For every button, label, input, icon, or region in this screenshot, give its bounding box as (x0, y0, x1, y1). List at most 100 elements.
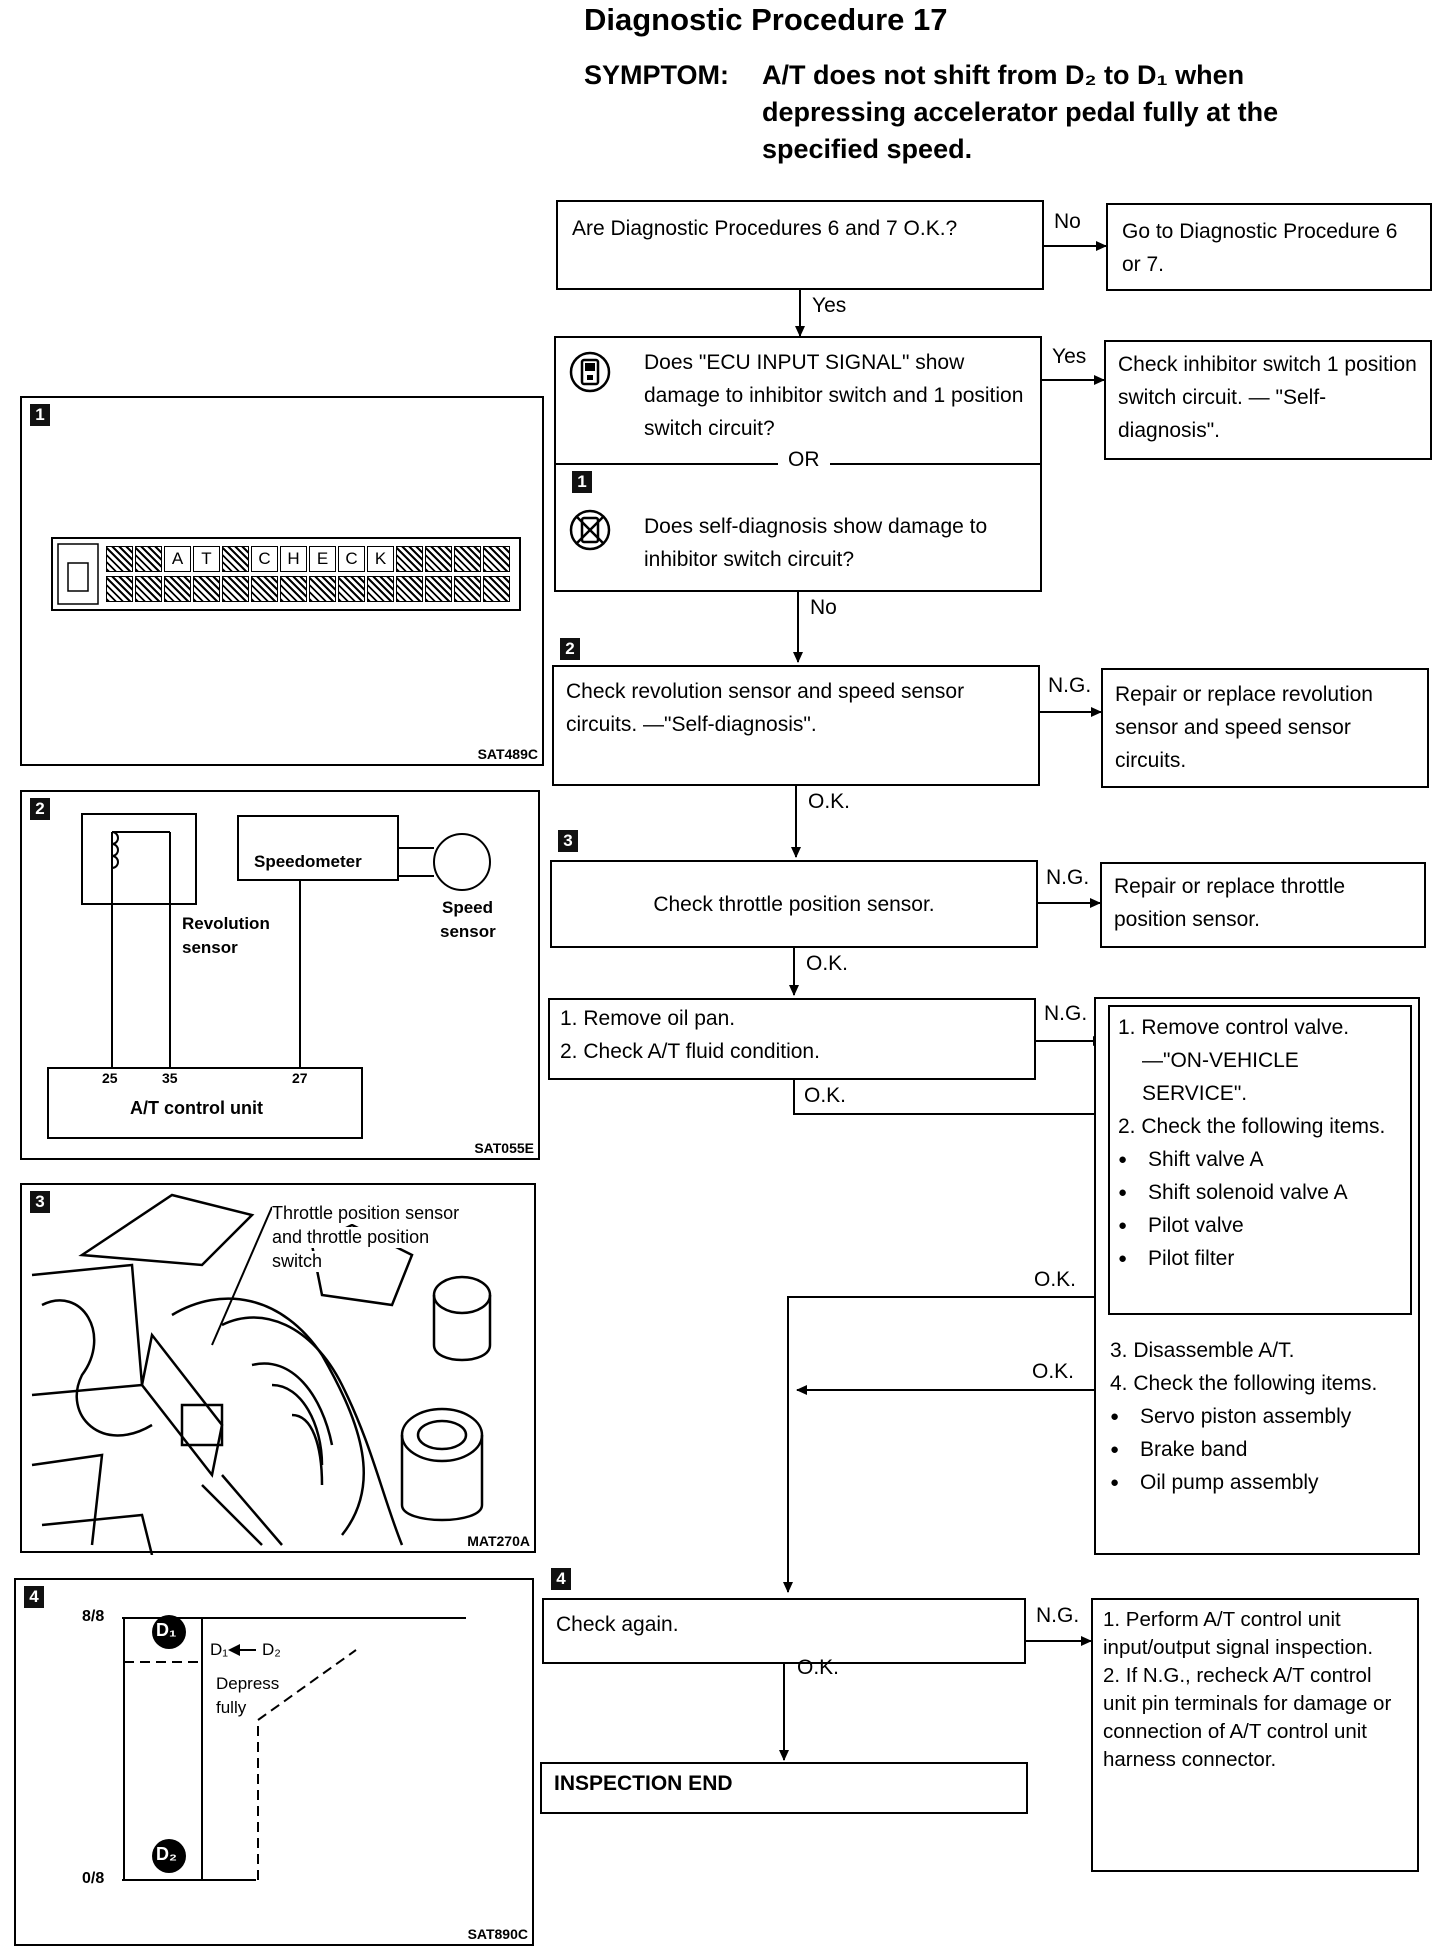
throttle-label-3: switch (272, 1251, 323, 1272)
display-letter-cell: C (251, 546, 278, 572)
question-ecu-input-text: Does "ECU INPUT SIGNAL" show damage to i… (644, 351, 1024, 440)
hatched-cell (251, 576, 278, 602)
hatched-cell (338, 576, 365, 602)
figure-code-1: SAT489C (477, 746, 538, 762)
display-letter-cell: E (309, 546, 336, 572)
hatched-cell (425, 576, 452, 602)
hatched-cell (483, 576, 510, 602)
hatched-cell (135, 546, 162, 572)
disassemble-text: 3. Disassemble A/T. (1110, 1339, 1295, 1362)
figure-code-4: SAT890C (467, 1926, 528, 1942)
question-procedures-6-7: Are Diagnostic Procedures 6 and 7 O.K.? (556, 200, 1044, 290)
arrow-from-label: D₂ (262, 1640, 281, 1659)
hatched-cell (164, 576, 191, 602)
figure-code-3: MAT270A (467, 1533, 530, 1549)
remove-control-valve-text: 1. Remove control valve. (1118, 1016, 1350, 1039)
remove-oil-pan-text: 1. Remove oil pan. (560, 1007, 736, 1030)
speed-sensor-label-1: Speed (442, 898, 494, 917)
check-inhibitor-box: Check inhibitor switch 1 position switch… (1104, 340, 1432, 460)
at-control-unit-label: A/T control unit (130, 1098, 263, 1118)
yes-label-1: Yes (812, 294, 847, 317)
speed-sensor-label-2: sensor (440, 922, 496, 941)
engine-bay-illustration (31, 1193, 492, 1555)
y-axis-top-label: 8/8 (82, 1608, 105, 1625)
consult-icon (568, 350, 612, 394)
symptom-line-3: specified speed. (762, 134, 973, 164)
repair-throttle-sensor-text: Repair or replace throttle position sens… (1114, 875, 1346, 931)
check-inhibitor-text: Check inhibitor switch 1 position switch… (1118, 353, 1417, 442)
control-valve-items: Shift valve A Shift solenoid valve A Pil… (1118, 1143, 1402, 1275)
ok-label-disassemble: O.K. (1032, 1360, 1075, 1383)
d1-circle-label: D₁ (156, 1620, 177, 1640)
final-check-box: 1. Perform A/T control unit input/output… (1091, 1598, 1419, 1872)
hatched-cell (106, 576, 133, 602)
check-again-text: Check again. (556, 1613, 679, 1636)
repair-throttle-sensor-box: Repair or replace throttle position sens… (1100, 862, 1426, 948)
inspection-end-text: INSPECTION END (554, 1772, 733, 1795)
disassemble-section: 3. Disassemble A/T. 4. Check the followi… (1110, 1334, 1410, 1499)
ok-label-oil: O.K. (804, 1084, 847, 1107)
check-fluid-text: 2. Check A/T fluid condition. (560, 1040, 820, 1063)
check-revolution-sensor-text: Check revolution sensor and speed sensor… (566, 680, 965, 736)
step-marker-1: 1 (572, 471, 592, 493)
ok-label-3: O.K. (806, 952, 849, 975)
hatched-cell (135, 576, 162, 602)
depress-label-1: Depress (216, 1674, 280, 1693)
display-letter-cell: T (193, 546, 220, 572)
display-letter-cell: C (338, 546, 365, 572)
page-title: Diagnostic Procedure 17 (584, 2, 948, 37)
figure-marker-1: 1 (30, 404, 50, 426)
figure-shift-diagram: 4 8/8 0/8 D₁ D₂ D₁ D₂ Depress fully SAT8… (14, 1578, 534, 1946)
check-revolution-sensor-box: Check revolution sensor and speed sensor… (552, 665, 1040, 786)
list-item: Brake band (1110, 1433, 1410, 1466)
no-label-2: No (810, 596, 837, 619)
revolution-sensor-label-1: Revolution (182, 914, 270, 933)
display-letter-cell: A (164, 546, 191, 572)
pin-27: 27 (292, 1070, 308, 1086)
list-item: Shift valve A (1118, 1143, 1402, 1176)
throttle-label-2: and throttle position (272, 1227, 430, 1248)
control-valve-inner-box: 1. Remove control valve. —"ON-VEHICLE SE… (1108, 1005, 1412, 1315)
hatched-cell (396, 546, 423, 572)
pin-35: 35 (162, 1070, 178, 1086)
symptom-line-2: depressing accelerator pedal fully at th… (762, 97, 1279, 127)
step-marker-3: 3 (558, 830, 578, 852)
ok-label-cv: O.K. (1034, 1268, 1077, 1291)
display-letter-cell: K (367, 546, 394, 572)
check-items-text: 2. Check the following items. (1118, 1115, 1386, 1138)
check-throttle-sensor-box: Check throttle position sensor. (550, 860, 1038, 948)
symptom-label: SYMPTOM: (584, 60, 730, 90)
figure-marker-4: 4 (24, 1586, 44, 1608)
figure-marker-3: 3 (30, 1191, 50, 1213)
hatched-cell (483, 546, 510, 572)
list-item: Oil pump assembly (1110, 1466, 1410, 1499)
goto-procedure-text: Go to Diagnostic Procedure 6 or 7. (1122, 220, 1398, 276)
depress-label-2: fully (216, 1698, 247, 1717)
figure-sensor-wiring: 2 Speedometer Speed sensor Revolution se… (20, 790, 540, 1160)
list-item: Shift solenoid valve A (1118, 1176, 1402, 1209)
wiring-diagram (47, 813, 491, 1139)
check-throttle-sensor-text: Check throttle position sensor. (653, 893, 935, 916)
throttle-label-1: Throttle position sensor (272, 1203, 460, 1224)
hatched-cell (367, 576, 394, 602)
no-label-1: No (1054, 210, 1081, 233)
or-label: OR (778, 448, 830, 472)
hatched-cell (193, 576, 220, 602)
hatched-cell (106, 546, 133, 572)
list-item: Pilot filter (1118, 1242, 1402, 1275)
hatched-cell (454, 576, 481, 602)
hatched-cell (425, 546, 452, 572)
question-procedures-6-7-text: Are Diagnostic Procedures 6 and 7 O.K.? (572, 217, 958, 240)
goto-procedure-box: Go to Diagnostic Procedure 6 or 7. (1106, 203, 1432, 291)
disassembly-items: Servo piston assembly Brake band Oil pum… (1110, 1400, 1410, 1499)
step-marker-2: 2 (560, 638, 580, 660)
hatched-cell (222, 576, 249, 602)
figure-throttle-sensor-location: 3 Throttle position sensor and thro (20, 1183, 536, 1555)
ng-label-2: N.G. (1048, 674, 1092, 697)
final-step-1-text: 1. Perform A/T control unit input/output… (1103, 1608, 1374, 1659)
arrow-to-label: D₁ (210, 1640, 229, 1659)
ng-label-oil: N.G. (1044, 1002, 1088, 1025)
shift-graph (122, 1615, 466, 1881)
